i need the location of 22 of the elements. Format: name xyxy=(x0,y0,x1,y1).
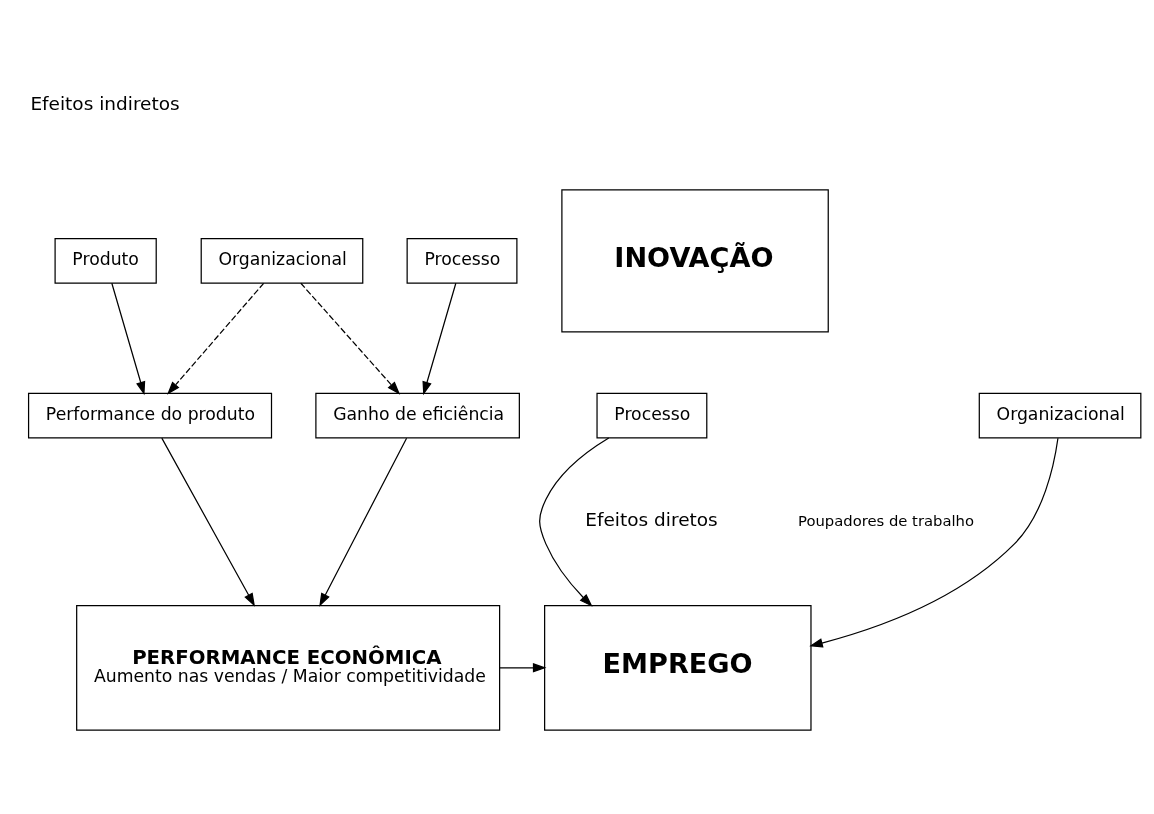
arrow xyxy=(499,663,547,673)
arrow xyxy=(422,282,457,396)
node-box: EMPREGO xyxy=(544,604,812,731)
arrow xyxy=(167,282,265,395)
arrow xyxy=(319,437,408,607)
arrow xyxy=(161,437,256,607)
node-box: Performance do produto xyxy=(27,392,273,439)
node-box: Processo xyxy=(596,392,708,439)
node-box: Produto xyxy=(54,238,157,284)
node-box: Organizacional xyxy=(200,238,364,284)
arrow xyxy=(111,282,146,396)
label: Efeitos diretos xyxy=(585,508,718,530)
arrow xyxy=(300,282,401,395)
node-box: Organizacional xyxy=(978,392,1142,439)
node-box: Processo xyxy=(406,238,518,284)
label: Efeitos indiretos xyxy=(30,93,180,115)
arrow xyxy=(809,437,1059,648)
node-box: Ganho de eficiência xyxy=(315,392,520,439)
arrow xyxy=(539,437,610,607)
node-box: INOVAÇÃO xyxy=(561,189,829,333)
label: Poupadores de trabalho xyxy=(798,511,975,529)
node-box: PERFORMANCE ECONÔMICA Aumento nas vendas / Maior competitividade xyxy=(76,604,501,731)
